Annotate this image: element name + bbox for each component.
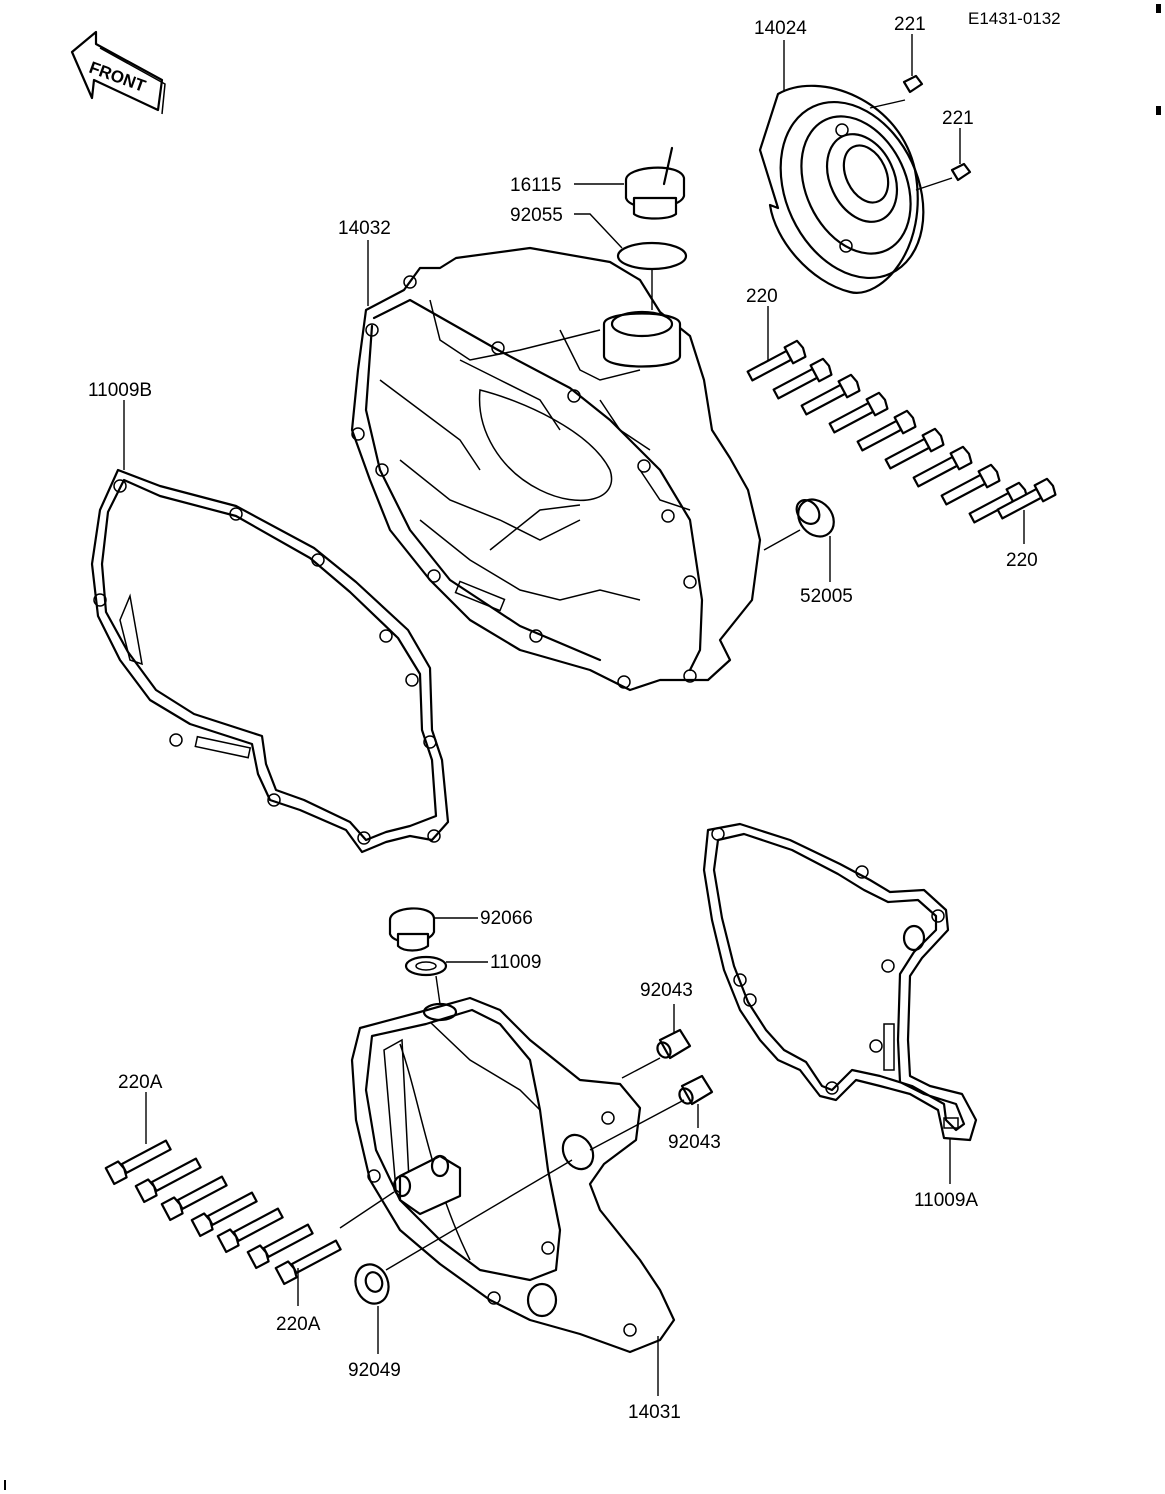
- part-220-bolts: [746, 339, 1057, 524]
- part-92055-oring: [616, 241, 688, 271]
- part-16115-cap: [624, 146, 686, 220]
- corner-mark: [1156, 106, 1161, 115]
- corner-mark: [1156, 4, 1161, 13]
- label-92066: 92066: [480, 908, 533, 929]
- label-14024: 14024: [754, 18, 807, 39]
- label-220-bottom: 220: [1006, 550, 1038, 571]
- label-16115: 16115: [510, 175, 561, 196]
- part-92043-dowel-pin: [656, 1028, 714, 1106]
- label-11009A: 11009A: [914, 1190, 978, 1211]
- label-220A-top: 220A: [118, 1072, 163, 1093]
- part-220A-bolts: [104, 1139, 342, 1286]
- label-14032: 14032: [338, 218, 391, 239]
- part-14032-clutch-cover: [350, 246, 762, 692]
- drawing-code: E1431-0132: [968, 9, 1061, 28]
- front-arrow-icon: FRONT: [70, 30, 166, 115]
- label-92043-bottom: 92043: [668, 1132, 721, 1153]
- label-14031: 14031: [628, 1402, 681, 1423]
- part-92049-seal: [354, 1263, 390, 1305]
- label-221-mid: 221: [942, 108, 974, 129]
- part-11009A-gasket: [702, 822, 978, 1142]
- label-92049: 92049: [348, 1360, 401, 1381]
- part-92066-plug: [388, 907, 436, 952]
- edge-mark: [4, 1480, 6, 1490]
- label-11009: 11009: [490, 952, 541, 973]
- part-11009-washer: [404, 955, 448, 977]
- label-221-top: 221: [894, 14, 926, 35]
- part-221-screw: [902, 74, 972, 182]
- label-52005: 52005: [800, 586, 853, 607]
- part-14024-cover: [758, 84, 925, 294]
- label-11009B: 11009B: [88, 380, 152, 401]
- label-92043-top: 92043: [640, 980, 693, 1001]
- label-92055: 92055: [510, 205, 563, 226]
- label-220A-bottom: 220A: [276, 1314, 321, 1335]
- part-14031-generator-cover: [350, 996, 676, 1354]
- label-220-top: 220: [746, 286, 778, 307]
- part-11009B-gasket: [90, 468, 450, 854]
- part-52005-seal: [795, 498, 835, 538]
